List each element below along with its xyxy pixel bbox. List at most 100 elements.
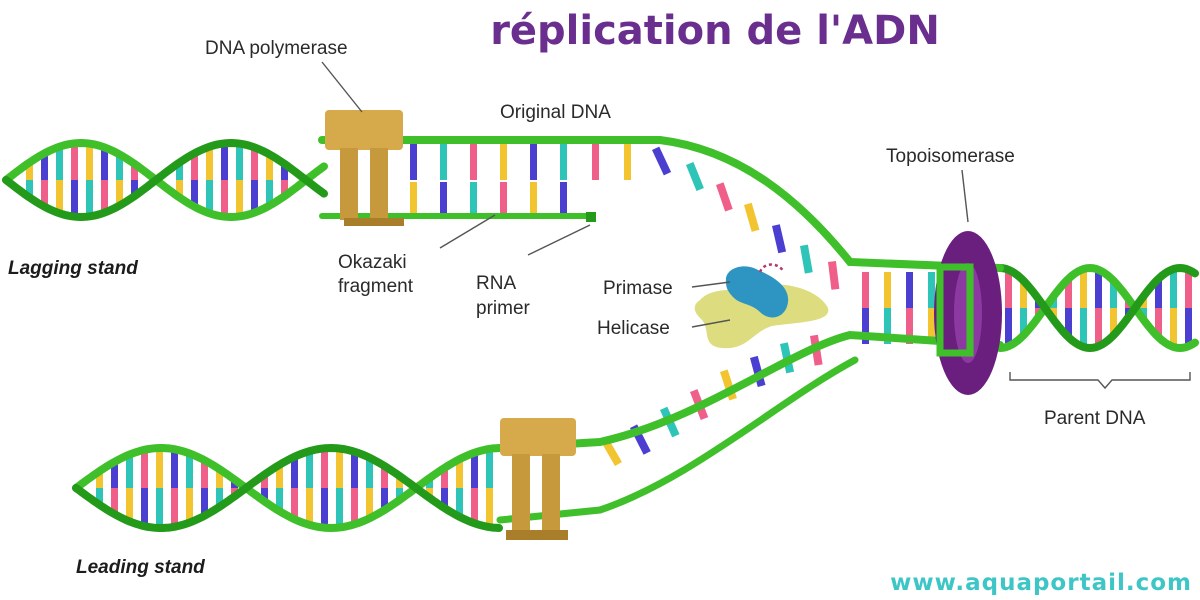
base-segment — [251, 147, 258, 180]
base-segment — [1005, 308, 1012, 347]
base-segment — [1080, 269, 1087, 308]
free-base — [750, 355, 766, 387]
base-segment — [26, 180, 33, 198]
base-segment — [862, 308, 869, 344]
base-segment — [26, 162, 33, 180]
primase-pointer — [691, 281, 731, 288]
base-segment — [101, 180, 108, 213]
base-segment — [336, 448, 343, 488]
base-segment — [306, 451, 313, 488]
page-title: réplication de l'ADN — [490, 8, 940, 54]
base-segment — [276, 465, 283, 488]
base-segment — [530, 140, 537, 180]
base-segment — [216, 468, 223, 488]
free-base — [828, 261, 840, 290]
base-segment — [206, 180, 213, 214]
helix-backbone — [996, 263, 1199, 353]
base-segment — [530, 182, 537, 214]
base-segment — [441, 488, 448, 508]
base-segment — [71, 180, 78, 217]
base-segment — [86, 143, 93, 180]
base-segment — [456, 488, 463, 517]
topoisomerase-ring — [934, 231, 1002, 395]
base-segment — [592, 140, 599, 180]
base-segment — [862, 272, 869, 308]
base-segment — [201, 459, 208, 488]
base-segment — [176, 162, 183, 180]
base-segment — [71, 143, 78, 180]
base-segment — [1170, 269, 1177, 308]
base-segment — [171, 488, 178, 527]
base-segment — [441, 468, 448, 488]
base-segment — [426, 488, 433, 498]
base-segment — [171, 449, 178, 488]
base-segment — [500, 140, 507, 180]
base-segment — [126, 488, 133, 522]
parent-dna-bracket — [1009, 372, 1191, 390]
base-segment — [440, 140, 447, 180]
base-segment — [440, 182, 447, 214]
rna-primer-pointer — [527, 224, 591, 256]
rna-primer-label-line1: RNA — [476, 273, 516, 294]
base-segment — [1020, 308, 1027, 336]
base-segment — [1080, 308, 1087, 347]
base-segment — [486, 488, 493, 528]
base-segment — [1110, 308, 1117, 336]
base-segment — [336, 488, 343, 528]
base-segment — [86, 180, 93, 217]
base-segment — [261, 474, 268, 488]
base-segment — [236, 143, 243, 180]
base-segment — [1170, 308, 1177, 347]
base-segment — [486, 448, 493, 488]
base-segment — [56, 146, 63, 180]
base-segment — [321, 448, 328, 488]
base-segment — [41, 180, 48, 207]
helicase-label: Helicase — [597, 318, 670, 339]
base-segment — [276, 488, 283, 511]
base-segment — [281, 180, 288, 197]
base-segment — [1065, 279, 1072, 308]
leading-strand — [496, 330, 1004, 452]
base-segment — [306, 488, 313, 525]
base-segment — [266, 154, 273, 180]
helix-backbone — [996, 263, 1199, 353]
base-segment — [236, 180, 243, 217]
helicase-shape — [694, 284, 829, 349]
base-segment — [116, 180, 123, 206]
base-segment — [281, 163, 288, 180]
base-segment — [201, 488, 208, 517]
free-base — [716, 182, 733, 212]
leading-strand-label: Leading stand — [76, 557, 205, 578]
dna-polymerase-bottom — [500, 418, 576, 540]
dna-polymerase-top — [325, 110, 404, 226]
base-segment — [206, 146, 213, 180]
topoisomerase-label: Topoisomerase — [886, 146, 1015, 167]
base-segment — [291, 456, 298, 488]
helix-backbone — [72, 443, 503, 532]
base-segment — [351, 488, 358, 525]
base-segment — [500, 182, 507, 214]
lagging-strand-label: Lagging stand — [8, 258, 138, 279]
base-segment — [366, 488, 373, 519]
base-segment — [470, 182, 477, 214]
base-segment — [221, 143, 228, 180]
base-segment — [116, 154, 123, 180]
okazaki-label-line1: Okazaki — [338, 252, 407, 273]
base-segment — [928, 272, 935, 308]
base-segment — [96, 471, 103, 488]
base-segment — [251, 180, 258, 213]
base-segment — [1065, 308, 1072, 337]
primase-label: Primase — [603, 278, 673, 299]
base-segment — [560, 182, 567, 214]
base-segment — [396, 475, 403, 488]
rna-primer-mark — [586, 212, 596, 222]
base-segment — [471, 452, 478, 488]
base-segment — [1155, 279, 1162, 308]
base-segment — [1110, 280, 1117, 308]
helix-backbone — [72, 444, 503, 533]
base-segment — [191, 153, 198, 180]
leading-helix — [72, 443, 503, 533]
base-segment — [1005, 269, 1012, 308]
helix-backbone — [2, 138, 328, 222]
dna-polymerase-pointer — [321, 61, 363, 113]
